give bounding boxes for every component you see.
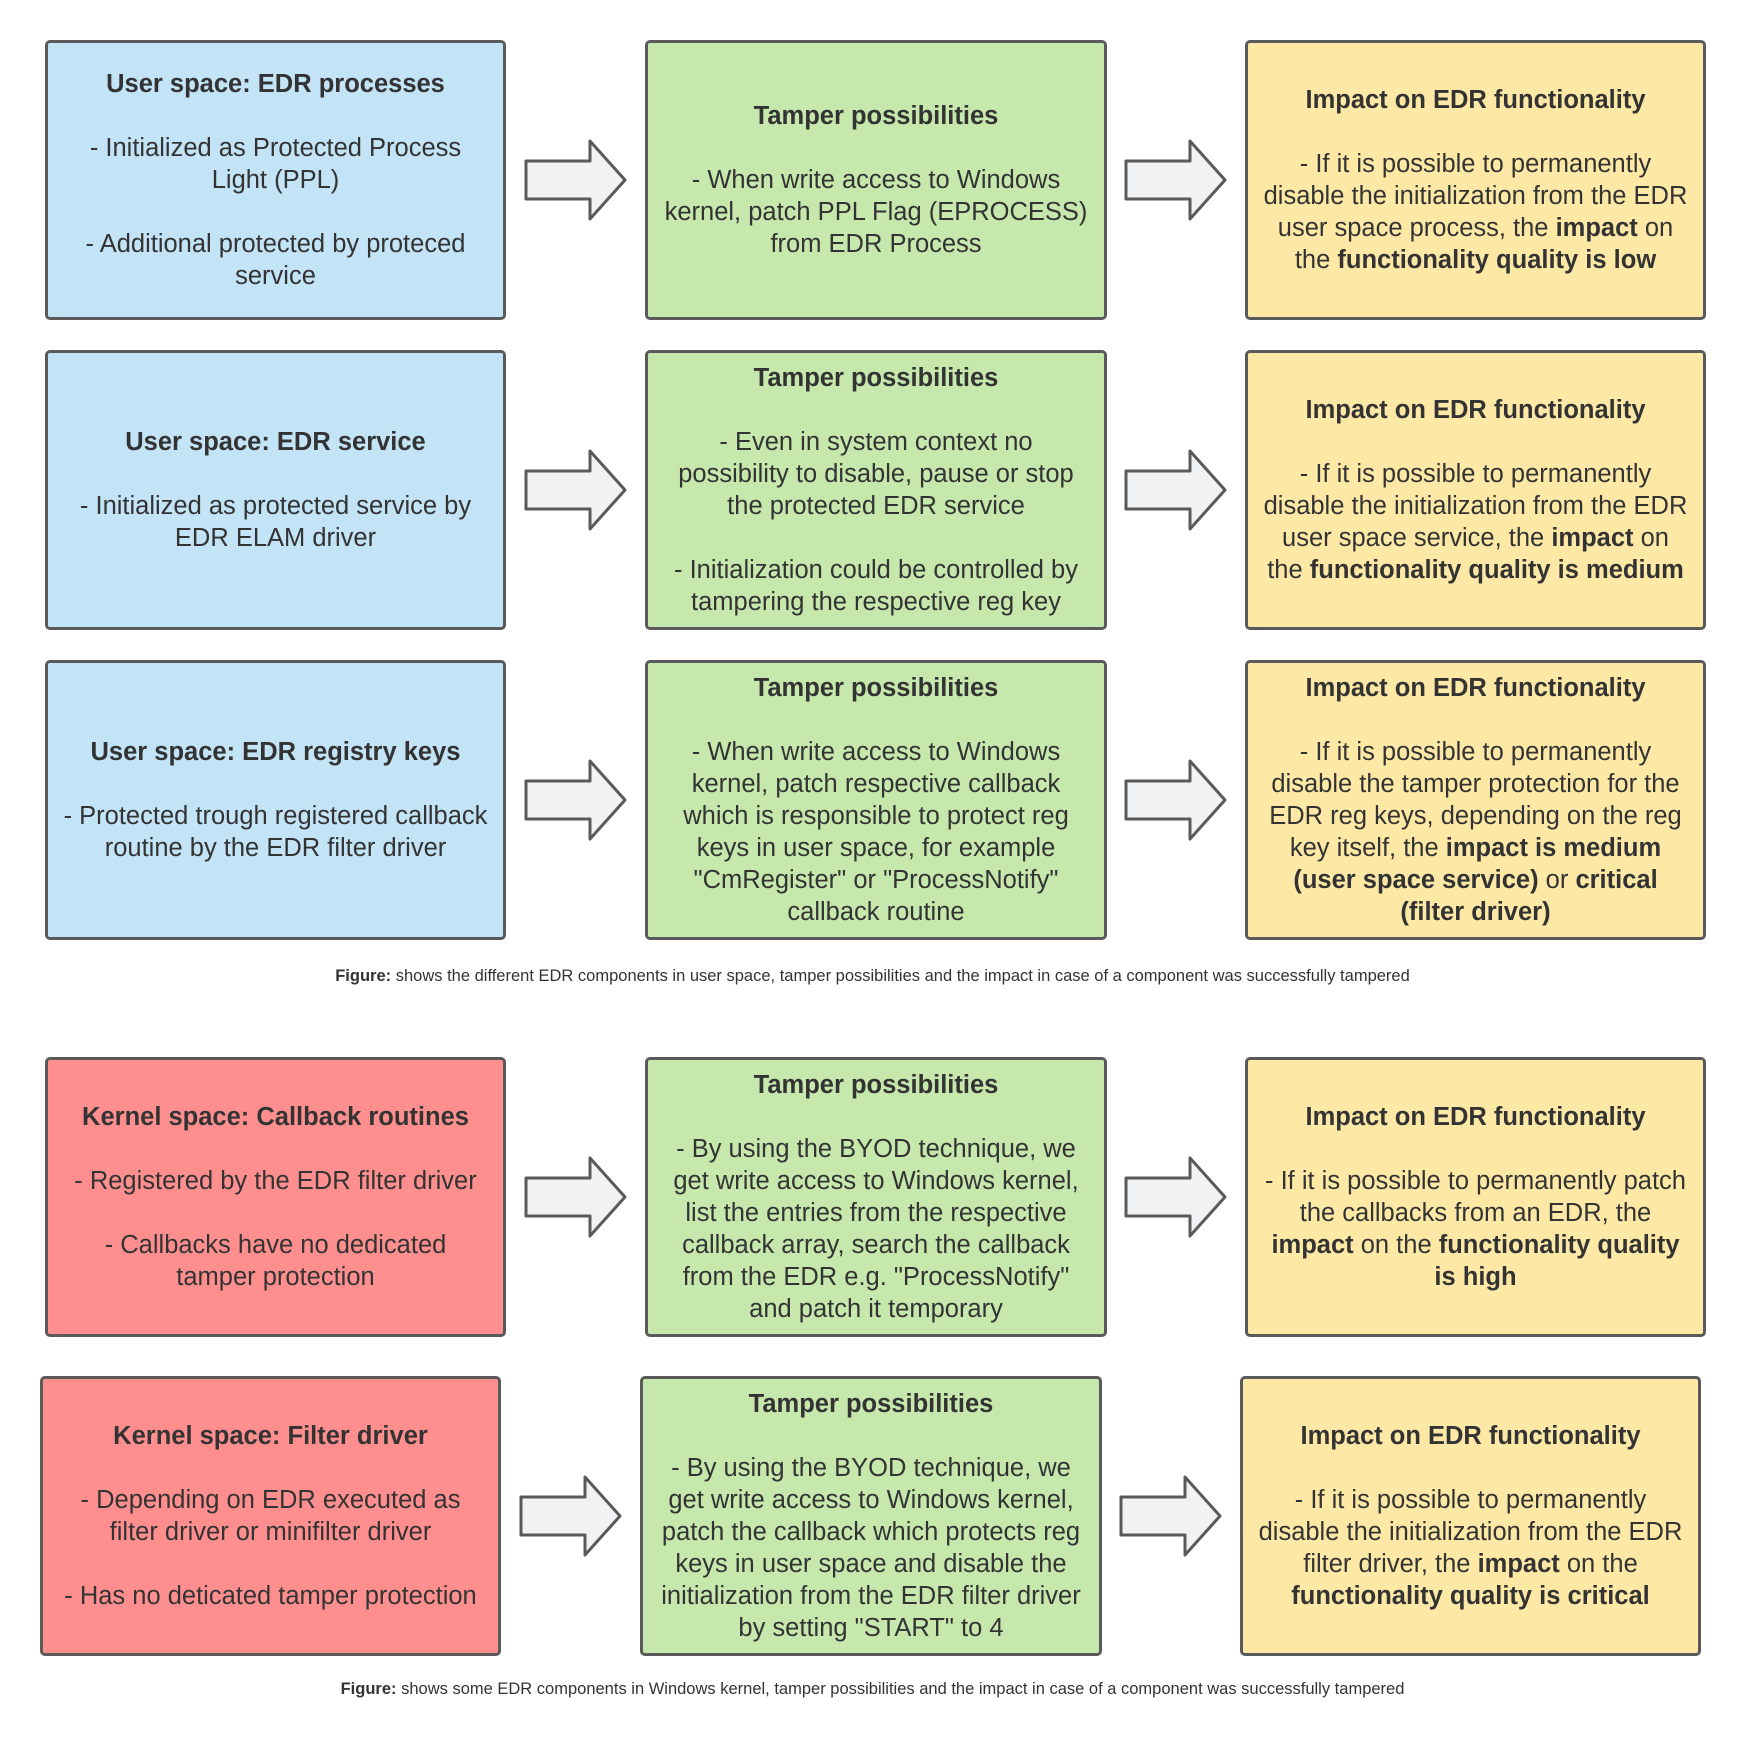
component-box-callback-routines: Kernel space: Callback routines - Regist… <box>45 1057 506 1337</box>
impact-text-segment: on the <box>1353 1231 1439 1259</box>
component-text: - Depending on EDR executed as filter dr… <box>80 1486 461 1546</box>
tamper-box-edr-registry-keys: Tamper possibilities - When write access… <box>645 660 1107 940</box>
impact-title: Impact on EDR functionality <box>1300 1422 1641 1450</box>
tamper-title: Tamper possibilities <box>748 1390 994 1418</box>
impact-text-segment: - If it is possible to permanently disab… <box>1263 150 1688 242</box>
component-text: - Registered by the EDR filter driver <box>74 1167 477 1195</box>
tamper-text: - Even in system context no possibility … <box>678 428 1074 520</box>
impact-text: - If it is possible to permanently disab… <box>1262 458 1689 586</box>
caption-label: Figure: <box>340 1680 397 1698</box>
impact-text-segment: on the <box>1294 214 1674 274</box>
impact-title: Impact on EDR functionality <box>1305 1103 1646 1131</box>
caption-text: shows the different EDR components in us… <box>391 967 1410 985</box>
tamper-title: Tamper possibilities <box>753 364 999 392</box>
component-text: - Additional protected by proteced servi… <box>85 230 466 290</box>
tamper-box-edr-service: Tamper possibilities - Even in system co… <box>645 350 1107 630</box>
impact-box-edr-processes: Impact on EDR functionality - If it is p… <box>1245 40 1706 320</box>
right-arrow-icon <box>1124 449 1227 531</box>
component-text: - Callbacks have no dedicated tamper pro… <box>104 1231 447 1291</box>
component-text: - Has no deticated tamper protection <box>64 1582 477 1610</box>
tamper-text: - By using the BYOD technique, we get wr… <box>673 1135 1079 1323</box>
right-arrow-icon <box>524 139 627 221</box>
component-box-filter-driver: Kernel space: Filter driver - Depending … <box>40 1376 501 1656</box>
impact-text: - If it is possible to permanently disab… <box>1262 148 1689 276</box>
tamper-title: Tamper possibilities <box>753 674 999 702</box>
impact-box-filter-driver: Impact on EDR functionality - If it is p… <box>1240 1376 1701 1656</box>
impact-text-bold: functionality quality is critical <box>1291 1582 1650 1610</box>
tamper-text: - When write access to Windows kernel, p… <box>664 166 1088 258</box>
component-box-edr-processes: User space: EDR processes - Initialized … <box>45 40 506 320</box>
component-box-edr-service: User space: EDR service - Initialized as… <box>45 350 506 630</box>
tamper-title: Tamper possibilities <box>753 1071 999 1099</box>
impact-text-bold: functionality quality is medium <box>1309 556 1684 584</box>
impact-title: Impact on EDR functionality <box>1305 674 1646 702</box>
impact-text-bold: critical (filter driver) <box>1400 866 1658 926</box>
right-arrow-icon <box>524 449 627 531</box>
tamper-box-edr-processes: Tamper possibilities - When write access… <box>645 40 1107 320</box>
impact-text-segment: - If it is possible to permanently disab… <box>1263 460 1688 552</box>
impact-text-segment: on the <box>1267 524 1669 584</box>
right-arrow-icon <box>1124 139 1227 221</box>
impact-text-bold: functionality quality is low <box>1337 246 1657 274</box>
figure-caption: Figure: shows the different EDR componen… <box>0 967 1745 986</box>
impact-text-bold: impact <box>1551 524 1634 552</box>
impact-text-segment: - If it is possible to permanently patch… <box>1265 1167 1686 1227</box>
tamper-text: - When write access to Windows kernel, p… <box>683 738 1069 926</box>
impact-text-segment: - If it is possible to permanently disab… <box>1258 1486 1683 1578</box>
figure-caption: Figure: shows some EDR components in Win… <box>0 1680 1745 1699</box>
impact-text: - If it is possible to permanently disab… <box>1257 1484 1684 1612</box>
impact-text: - If it is possible to permanently disab… <box>1262 736 1689 928</box>
impact-text-segment: on the <box>1559 1550 1638 1578</box>
impact-text: - If it is possible to permanently patch… <box>1262 1165 1689 1293</box>
right-arrow-icon <box>524 1156 627 1238</box>
component-title: User space: EDR registry keys <box>90 738 461 766</box>
impact-box-edr-registry-keys: Impact on EDR functionality - If it is p… <box>1245 660 1706 940</box>
impact-text-bold: impact is medium (user space service) <box>1293 834 1662 894</box>
impact-text-segment: - If it is possible to permanently disab… <box>1269 738 1682 862</box>
tamper-text: - Initialization could be controlled by … <box>674 556 1078 616</box>
impact-box-callback-routines: Impact on EDR functionality - If it is p… <box>1245 1057 1706 1337</box>
impact-text-bold: functionality quality is high <box>1434 1231 1680 1291</box>
impact-title: Impact on EDR functionality <box>1305 86 1646 114</box>
caption-text: shows some EDR components in Windows ker… <box>396 1680 1405 1698</box>
right-arrow-icon <box>524 759 627 841</box>
impact-title: Impact on EDR functionality <box>1305 396 1646 424</box>
impact-text-bold: impact <box>1555 214 1638 242</box>
impact-box-edr-service: Impact on EDR functionality - If it is p… <box>1245 350 1706 630</box>
tamper-text: - By using the BYOD technique, we get wr… <box>661 1454 1081 1642</box>
tamper-title: Tamper possibilities <box>753 102 999 130</box>
component-title: User space: EDR processes <box>106 70 445 98</box>
component-title: Kernel space: Filter driver <box>113 1422 428 1450</box>
impact-text-segment: or <box>1538 866 1576 894</box>
right-arrow-icon <box>1124 1156 1227 1238</box>
component-text: - Initialized as Protected Process Light… <box>89 134 462 194</box>
component-text: - Initialized as protected service by ED… <box>79 492 472 552</box>
component-title: Kernel space: Callback routines <box>82 1103 469 1131</box>
component-title: User space: EDR service <box>125 428 426 456</box>
component-box-edr-registry-keys: User space: EDR registry keys - Protecte… <box>45 660 506 940</box>
tamper-box-filter-driver: Tamper possibilities - By using the BYOD… <box>640 1376 1102 1656</box>
right-arrow-icon <box>1119 1475 1222 1557</box>
right-arrow-icon <box>1124 759 1227 841</box>
component-text: - Protected trough registered callback r… <box>63 802 488 862</box>
right-arrow-icon <box>519 1475 622 1557</box>
impact-text-bold: impact <box>1477 1550 1560 1578</box>
tamper-box-callback-routines: Tamper possibilities - By using the BYOD… <box>645 1057 1107 1337</box>
impact-text-bold: impact <box>1271 1231 1354 1259</box>
caption-label: Figure: <box>335 967 392 985</box>
